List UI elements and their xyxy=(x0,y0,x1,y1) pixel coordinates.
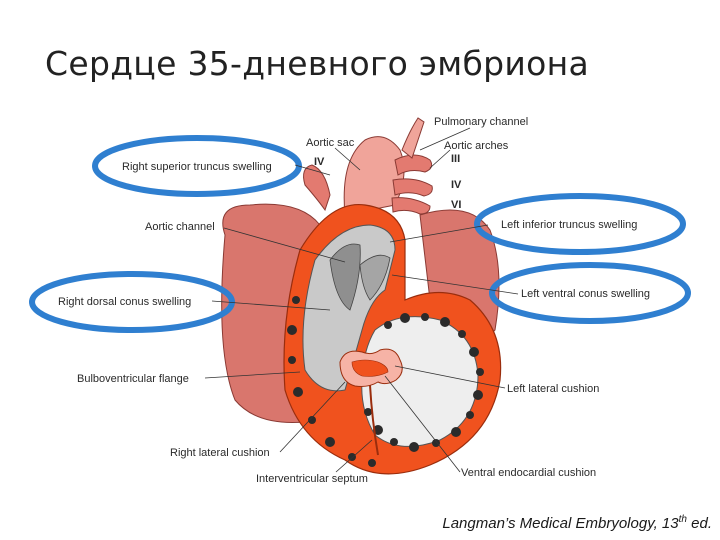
citation-suffix: ed. xyxy=(686,515,712,532)
label-left-lateral-cushion: Left lateral cushion xyxy=(507,383,599,395)
trabeculae xyxy=(287,296,484,467)
highlight-ellipse-left-ventral-conus xyxy=(489,262,691,324)
highlight-ellipse-right-dorsal-conus xyxy=(29,271,235,333)
arch-numeral-iv-left: IV xyxy=(314,156,325,168)
label-pulmonary-channel: Pulmonary channel xyxy=(434,116,528,128)
leader-lines xyxy=(204,127,519,473)
citation-sup: th xyxy=(678,514,687,525)
aortic-arch-vi xyxy=(391,197,431,215)
truncus-ridge xyxy=(329,243,361,311)
label-aortic-channel: Aortic channel xyxy=(145,221,215,233)
label-right-lateral-cushion: Right lateral cushion xyxy=(170,447,270,459)
aortic-arch-iv xyxy=(392,178,433,197)
citation: Langman’s Medical Embryology, 13th ed. xyxy=(442,514,712,532)
aortic-arch-left xyxy=(303,164,331,212)
label-interventricular-septum: Interventricular septum xyxy=(256,473,368,485)
slide-title: Сердце 35-дневного эмбриона xyxy=(45,44,590,83)
av-canal xyxy=(351,359,389,377)
label-ventral-endocardial-cushion: Ventral endocardial cushion xyxy=(461,467,596,479)
arch-numeral-iii: III xyxy=(451,153,460,165)
label-aortic-arches: Aortic arches xyxy=(444,140,509,152)
label-left-inferior-truncus-swelling: Left inferior truncus swelling xyxy=(501,219,637,231)
aortic-arch-iii xyxy=(394,154,433,176)
conus-ridge xyxy=(359,254,391,301)
label-right-dorsal-conus-swelling: Right dorsal conus swelling xyxy=(58,296,191,308)
label-left-ventral-conus-swelling: Left ventral conus swelling xyxy=(521,288,650,300)
label-right-superior-truncus-swelling: Right superior truncus swelling xyxy=(122,161,272,173)
arch-numeral-vi: VI xyxy=(451,199,461,211)
label-aortic-sac: Aortic sac xyxy=(306,137,355,149)
arch-numeral-iv-right: IV xyxy=(451,179,462,191)
label-bulboventricular-flange: Bulboventricular flange xyxy=(77,373,189,385)
highlight-ellipse-left-inferior-truncus xyxy=(474,193,686,255)
septum-line xyxy=(369,384,379,456)
citation-text: Langman’s Medical Embryology, 13 xyxy=(442,515,679,532)
pulmonary-trunk-top xyxy=(401,117,425,159)
